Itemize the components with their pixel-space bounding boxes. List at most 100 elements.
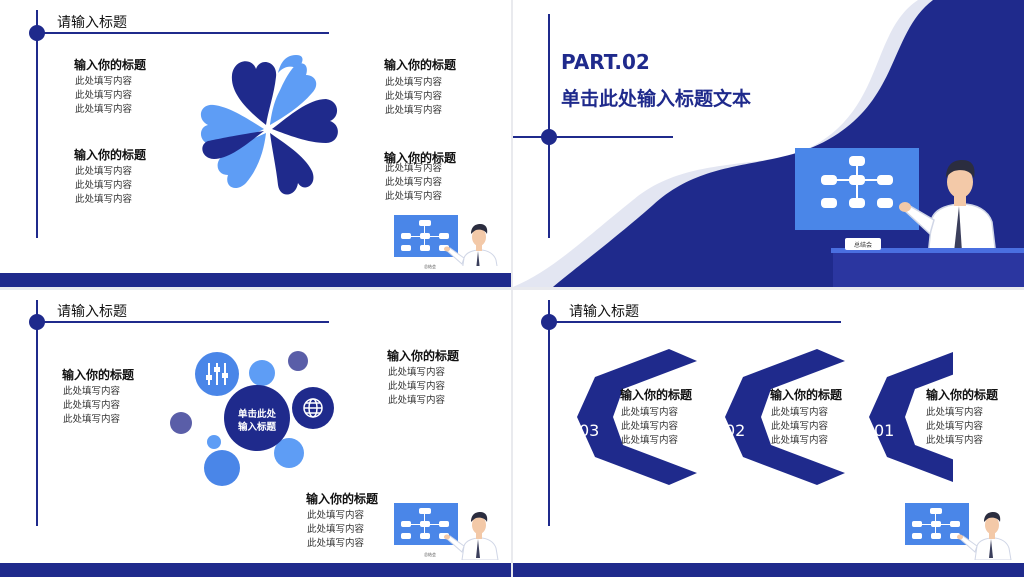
text-line: 此处填写内容 (771, 407, 829, 418)
title-dot (541, 314, 557, 330)
chevron-02 (725, 349, 845, 485)
text-line: 此处填写内容 (388, 381, 446, 392)
text-line: 此处填写内容 (926, 421, 984, 432)
slide-4[interactable]: 请输入标题 03 02 01 输入你的标题 此处填写内容 此处填写内容 此处填写… (513, 290, 1024, 577)
slide-1[interactable]: 请输入标题 输入你的标题 此处填写内容 此处填写内容 此处填写内容 输入你的标题… (0, 0, 511, 287)
podium-top (831, 248, 1024, 253)
text-line: 此处填写内容 (75, 104, 133, 115)
text-line: 此处填写内容 (621, 407, 679, 418)
text-line: 此处填写内容 (771, 435, 829, 446)
chevron-01 (869, 352, 953, 482)
presenter-illustration (899, 160, 997, 256)
block-text: 此处填写内容 此处填写内容 此处填写内容 (75, 165, 132, 207)
text-line: 此处填写内容 (385, 191, 443, 202)
text-line: 此处填写内容 (621, 421, 679, 432)
title-dot (29, 25, 45, 41)
text-line: 此处填写内容 (75, 180, 133, 191)
sliders-icon (206, 363, 228, 385)
part-number: PART.02 (561, 50, 650, 74)
block-title: 输入你的标题 (384, 58, 457, 72)
whiteboard-chart (905, 503, 969, 545)
bubble (170, 412, 192, 434)
text-line: 此处填写内容 (385, 77, 443, 88)
podium (833, 250, 1024, 287)
vertical-rule (548, 14, 550, 238)
block-text: 此处填写内容 此处填写内容 此处填写内容 (388, 366, 445, 408)
step-number: 03 (579, 421, 600, 440)
text-line: 此处填写内容 (388, 395, 446, 406)
text-line: 此处填写内容 (75, 194, 133, 205)
text-line: 此处填写内容 (385, 177, 443, 188)
text-line: 此处填写内容 (926, 435, 984, 446)
block-text: 此处填写内容 此处填写内容 此处填写内容 (621, 406, 678, 448)
text-line: 此处填写内容 (307, 538, 365, 549)
block-title: 输入你的标题 (74, 58, 147, 72)
text-line: 此处填写内容 (385, 163, 443, 174)
block-title: 输入你的标题 (62, 368, 135, 382)
title-dot (29, 314, 45, 330)
center-bubble (224, 385, 290, 451)
block-title: 输入你的标题 (770, 388, 843, 402)
text-line: 此处填写内容 (385, 105, 443, 116)
block-title: 输入你的标题 (384, 151, 457, 165)
title-rule (36, 32, 329, 34)
footer-bar (0, 563, 511, 577)
text-line: 此处填写内容 (307, 524, 365, 535)
text-line: 此处填写内容 (771, 421, 829, 432)
text-line: 此处填写内容 (75, 76, 133, 87)
footer-bar (0, 273, 511, 287)
clover-graphic-detail (200, 55, 338, 195)
text-line: 此处填写内容 (75, 90, 133, 101)
block-text: 此处填写内容 此处填写内容 此处填写内容 (75, 75, 132, 117)
slide-3[interactable]: 请输入标题 输入你的标题 此处填写内容 此处填写内容 此处填写内容 输入你的标题… (0, 290, 511, 577)
podium-front (412, 266, 511, 274)
presenter-illustration (444, 512, 499, 560)
center-text-line: 单击此处 (237, 409, 276, 420)
vertical-rule (36, 10, 38, 238)
slide-title: 请输入标题 (57, 15, 127, 31)
text-line: 此处填写内容 (75, 166, 133, 177)
section-dot (541, 129, 557, 145)
block-title: 输入你的标题 (620, 388, 693, 402)
block-text: 此处填写内容 此处填写内容 此处填写内容 (385, 76, 442, 118)
bubble (207, 435, 221, 449)
text-line: 此处填写内容 (388, 367, 446, 378)
text-line: 此处填写内容 (63, 400, 121, 411)
podium-label: 总结会 (424, 264, 436, 269)
block-text: 此处填写内容 此处填写内容 此处填写内容 (926, 406, 983, 448)
chevron-03 (577, 349, 697, 485)
block-text: 此处填写内容 此处填写内容 此处填写内容 (385, 162, 442, 204)
block-title: 输入你的标题 (926, 388, 999, 402)
text-line: 此处填写内容 (621, 435, 679, 446)
step-number: 02 (725, 421, 746, 440)
podium-label: 总结会 (854, 242, 873, 249)
title-rule (36, 321, 329, 323)
bubble (204, 450, 240, 486)
whiteboard-chart (795, 148, 919, 230)
vertical-rule (36, 300, 38, 526)
chevron-shapes (577, 349, 953, 485)
presenter-illustration (957, 512, 1012, 560)
presenter-illustration (444, 224, 499, 272)
step-number: 01 (874, 421, 895, 440)
block-text: 此处填写内容 此处填写内容 此处填写内容 (63, 385, 120, 427)
text-line: 此处填写内容 (63, 386, 121, 397)
bubble (274, 438, 304, 468)
section-title[interactable]: 单击此处输入标题文本 (561, 88, 752, 110)
globe-icon (303, 398, 323, 418)
text-line: 此处填写内容 (63, 414, 121, 425)
center-bubble-label[interactable]: 单击此处 输入标题 (226, 408, 288, 434)
footer-bar (513, 563, 1024, 577)
slide-title: 请输入标题 (57, 304, 127, 320)
text-line: 此处填写内容 (926, 407, 984, 418)
slide-2[interactable]: PART.02 单击此处输入标题文本 总结会 (513, 0, 1024, 287)
block-text: 此处填写内容 此处填写内容 此处填写内容 (771, 406, 828, 448)
text-line: 此处填写内容 (307, 510, 365, 521)
podium-label: 总结会 (424, 552, 436, 557)
block-title: 输入你的标题 (74, 148, 147, 162)
block-title: 输入你的标题 (306, 492, 379, 506)
block-text: 此处填写内容 此处填写内容 此处填写内容 (307, 509, 364, 551)
text-line: 此处填写内容 (385, 91, 443, 102)
title-rule (548, 321, 841, 323)
